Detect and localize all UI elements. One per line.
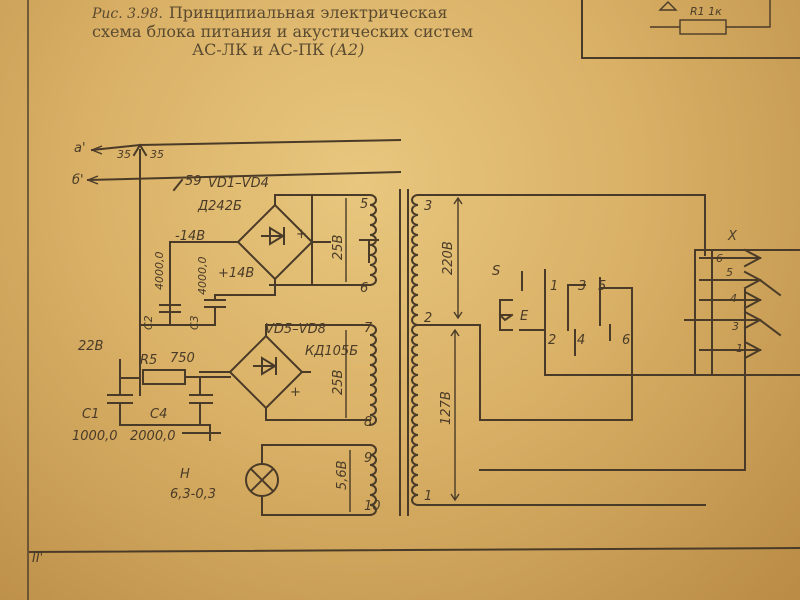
label-r5: R5 [140, 353, 157, 368]
label-25v-bottom: 25В [331, 369, 346, 395]
label-c1-value: 1000,0 [72, 429, 118, 444]
winding-8: 8 [364, 415, 372, 430]
label-5-6v: 5,6В [335, 460, 350, 490]
caption-line-2: схема блока питания и акустических систе… [92, 22, 474, 41]
ground-wire [28, 546, 800, 554]
winding-7-8: 7 8 25В [331, 321, 377, 430]
label-r5-value: 750 [170, 351, 195, 366]
label-c1: С1 [82, 407, 99, 422]
label-vd5-vd8: VD5–VD8 [265, 322, 326, 337]
switch-pin-6: 6 [622, 333, 630, 348]
inset-resistor-label: R1 1к [690, 5, 722, 18]
winding-1: 1 [424, 489, 432, 504]
label-kd105b: КД105Б [305, 344, 358, 359]
connector-pin-3: 3 [732, 320, 739, 333]
bridge-2-plus: + [290, 385, 301, 400]
connector-pin-5: 5 [726, 266, 733, 279]
label-e: E [520, 309, 529, 324]
connector-pin-4: 4 [730, 292, 737, 305]
switch-pin-2: 2 [548, 333, 556, 348]
connector-x: X 6 5 4 3 1 [684, 229, 800, 376]
filter-c1-r5-c4: 22В R5 750 С1 1000,0 С4 2000,0 [72, 339, 231, 444]
bus-a-label: а' [74, 141, 86, 156]
switch-pin-5: 5 [598, 279, 606, 294]
winding-7: 7 [364, 321, 373, 336]
pin-35-right: 35 [150, 148, 164, 161]
inset-diode-icon [658, 1, 678, 11]
capacitors-c2-c3: С2 4000,0 С3 4000,0 [139, 252, 226, 330]
winding-6: 6 [360, 281, 368, 296]
lamp-circuit: 9 10 5,6В Н 6,3-0,3 [170, 443, 381, 517]
caption-line-3a: АС-ЛК и АС-ПК [192, 40, 325, 59]
resistor-r5 [142, 369, 186, 385]
winding-3: 3 [424, 199, 432, 214]
figure-number: Рис. 3.98. [92, 6, 163, 22]
label-c3: С3 [188, 315, 201, 330]
label-25v-top: 25В [331, 234, 346, 260]
caption-line-1: Принципиальная электрическая [168, 3, 448, 22]
switch-pin-3: 3 [578, 279, 586, 294]
ground-label: II' [32, 551, 43, 566]
transformer-core: 3 2 1 220В 127В [399, 189, 746, 516]
bus-b-label: б' [72, 173, 84, 188]
label-127v: 127В [439, 391, 454, 425]
pin-35-left: 35 [117, 148, 131, 161]
label-h: Н [180, 467, 190, 482]
label-c4-value: 2000,0 [130, 429, 176, 444]
label-c3-value: 4000,0 [196, 257, 209, 296]
inset-box: R1 1к [581, 0, 800, 59]
switch-pin-1: 1 [550, 279, 558, 294]
label-vd1-vd4: VD1–VD4 [208, 176, 269, 191]
label-c2-value: 4000,0 [153, 252, 166, 291]
winding-2: 2 [424, 311, 432, 326]
bridge-1-plus: + [296, 227, 307, 242]
switch-pin-4: 4 [577, 333, 585, 348]
label-220v: 220В [441, 241, 456, 275]
label-d242b: Д242Б [197, 199, 242, 214]
input-buses: а' б' 35 35 [72, 138, 402, 381]
figure-caption: Рис. 3.98. Принципиальная электрическая с… [92, 4, 562, 59]
bridge-vd5-vd8: + VD5–VD8 КД105Б [199, 322, 371, 421]
bridge-vd1-vd4: + 59 VD1–VD4 Д242Б -14В +14В [169, 174, 331, 311]
label-c4: С4 [150, 407, 167, 422]
winding-9: 9 [364, 451, 372, 466]
label-minus-14v: -14В [175, 229, 205, 244]
label-plus-14v: +14В [218, 266, 254, 281]
winding-5: 5 [360, 197, 368, 212]
switch-s: S E 1 3 5 2 4 6 [492, 264, 701, 376]
bus-junction [132, 143, 148, 381]
connector-pin-6: 6 [716, 252, 723, 265]
label-h-value: 6,3-0,3 [170, 487, 216, 502]
label-59: 59 [185, 174, 202, 189]
ground-bus: II' [28, 546, 800, 566]
label-c2: С2 [142, 315, 155, 330]
winding-10: 10 [364, 499, 381, 514]
inset-resistor [679, 19, 727, 35]
caption-line-3b: (А2) [329, 40, 365, 59]
label-22v: 22В [78, 339, 104, 354]
label-s: S [492, 264, 500, 279]
winding-5-6: 5 6 25В [311, 193, 379, 296]
connector-x-label: X [727, 229, 738, 244]
connector-pin-1: 1 [736, 342, 743, 355]
